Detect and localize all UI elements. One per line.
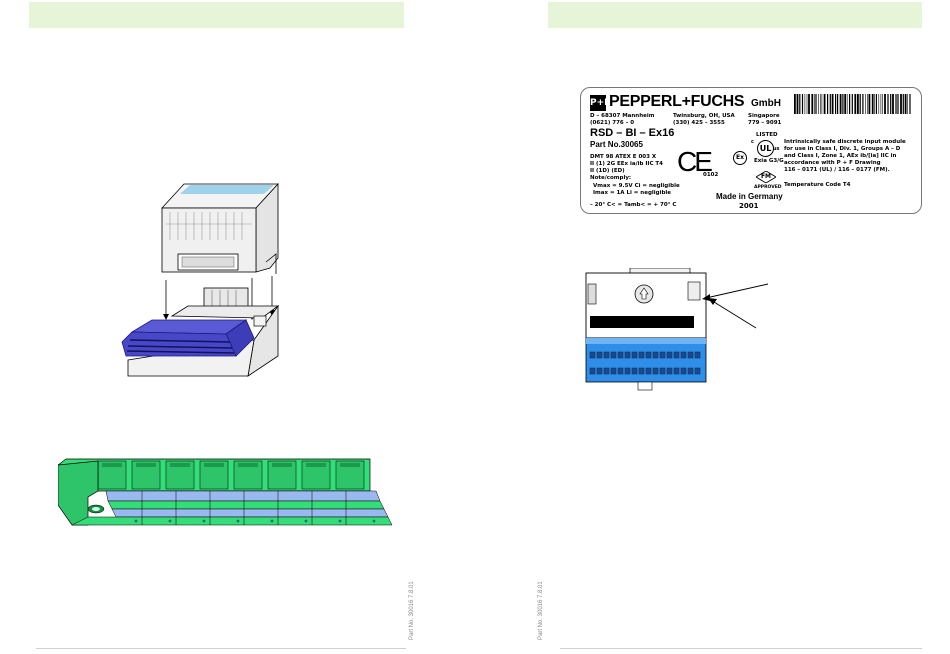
footer-line-left: [36, 648, 406, 649]
model-number: RSD – BI – Ex16: [590, 127, 675, 139]
brand-name: PEPPERL+FUCHS: [609, 93, 745, 110]
electrical-ratings: Vmax = 9.5V Ci = negligible Imax = 1A Li…: [593, 183, 680, 196]
temperature-code: Temperature Code T4: [784, 182, 851, 188]
barcode-icon: [794, 94, 911, 114]
ul-mark-icon: UL: [757, 140, 774, 157]
ambient-temperature: – 20° C< = Tamb< = + 70° C: [590, 202, 677, 208]
header-bar-right: [548, 2, 922, 28]
brand-suffix: GmbH: [751, 98, 781, 109]
address-germany: D – 68307 Mannheim(0621) 776 – 0: [590, 113, 655, 126]
part-number: Part No.30065: [590, 140, 643, 149]
approved-text: APPROVED: [754, 185, 782, 190]
certification-lines: DMT 98 ATEX E 003 X II (1) 2G EEx ia/ib …: [590, 154, 663, 181]
side-part-number-left: Part No. 30016 7.8.01: [409, 581, 415, 640]
address-usa: Twinsburg, OH, USA(330) 425 – 3555: [673, 113, 735, 126]
ce-number: 0102: [703, 172, 719, 178]
module-front-figure: [585, 268, 769, 391]
side-part-number-right: Part No. 30016 7.8.01: [538, 581, 544, 640]
exia-code: Exia G3/G: [754, 158, 784, 164]
ce-mark-icon: CE: [677, 146, 713, 177]
fm-mark-icon: FM: [756, 171, 776, 183]
ul-c-text: c: [751, 139, 754, 145]
module-description: Intrinsically safe discrete input module…: [784, 139, 906, 173]
ul-us-text: us: [773, 146, 780, 152]
terminal-base-figure: [58, 458, 393, 526]
brand-logo-icon: P+F: [590, 95, 610, 111]
module-mounting-figure: [121, 182, 280, 377]
header-bar-left: [29, 2, 404, 28]
listed-text: LISTED: [756, 132, 778, 138]
made-in-germany: Made in Germany: [716, 192, 783, 201]
product-label: P+F PEPPERL+FUCHS GmbH D – 68307 Mannhei…: [580, 87, 922, 214]
ex-mark-icon: Ex: [733, 151, 747, 165]
manufacture-year: 2001: [739, 202, 759, 210]
footer-line-right: [560, 648, 922, 649]
